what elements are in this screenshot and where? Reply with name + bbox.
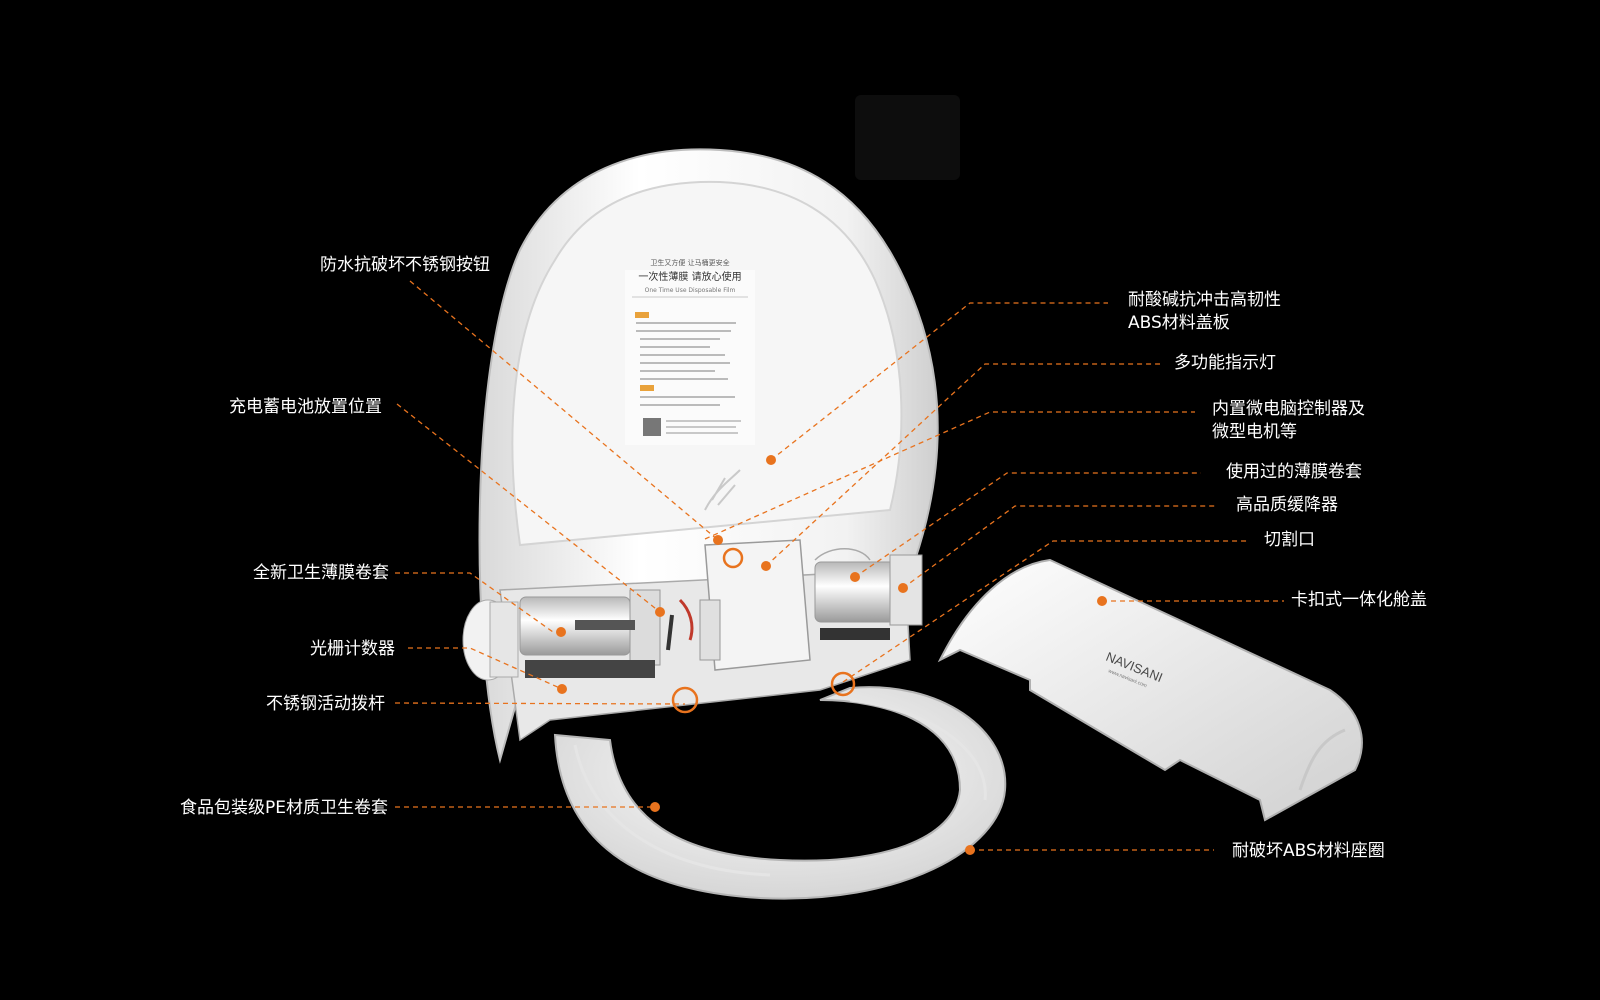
label-indicator-light: 多功能指示灯 — [1174, 353, 1276, 373]
marker-new-film — [556, 627, 566, 637]
qr-code — [643, 418, 661, 436]
seat-ring — [553, 686, 1007, 900]
label-pe-film: 食品包装级PE材质卫生卷套 — [180, 798, 388, 818]
label-microcontroller: 内置微电脑控制器及 微型电机等 — [1212, 398, 1365, 444]
marker-ring-indicator — [722, 547, 744, 569]
sticker-line1: 卫生又方便 让马桶更安全 — [650, 258, 729, 267]
label-microcontroller-line1: 内置微电脑控制器及 — [1212, 399, 1365, 419]
callout-markers — [556, 455, 1107, 855]
label-damper: 高品质缓降器 — [1236, 495, 1338, 515]
label-new-film-roll: 全新卫生薄膜卷套 — [253, 563, 389, 583]
marker-indicator — [761, 561, 771, 571]
lid: 卫生又方便 让马桶更安全 一次性薄膜 请放心使用 One Time Use Di… — [478, 148, 939, 764]
base-housing — [462, 539, 923, 742]
marker-ring-cutter — [830, 671, 856, 697]
label-battery-position: 充电蓄电池放置位置 — [229, 397, 382, 417]
leader-lines — [394, 280, 1284, 851]
label-microcontroller-line2: 微型电机等 — [1212, 422, 1297, 442]
label-abs-seat: 耐破坏ABS材料座圈 — [1232, 841, 1385, 861]
marker-battery — [655, 607, 665, 617]
marker-damper — [898, 583, 908, 593]
marker-counter — [557, 684, 567, 694]
label-abs-lid-line1: 耐酸碱抗冲击高韧性 — [1128, 290, 1281, 310]
marker-button — [713, 535, 723, 545]
label-stainless-button: 防水抗破坏不锈钢按钮 — [320, 255, 490, 275]
marker-seat — [965, 845, 975, 855]
label-used-film-roll: 使用过的薄膜卷套 — [1226, 462, 1362, 482]
background-shadow-panel — [855, 95, 960, 180]
detachable-cover: NAVISANI www.navisani.com — [937, 558, 1363, 822]
label-stainless-lever: 不锈钢活动拨杆 — [266, 694, 385, 714]
sticker-subtitle: One Time Use Disposable Film — [645, 287, 736, 294]
controller-box — [704, 539, 811, 671]
lid-instruction-sticker: 卫生又方便 让马桶更安全 一次性薄膜 请放心使用 One Time Use Di… — [625, 258, 755, 445]
marker-cover — [1097, 596, 1107, 606]
marker-pe-film — [650, 802, 660, 812]
label-snap-cover: 卡扣式一体化舱盖 — [1291, 590, 1427, 610]
label-cutter: 切割口 — [1264, 530, 1315, 550]
sticker-title: 一次性薄膜 请放心使用 — [638, 270, 741, 283]
used-film-roll — [814, 561, 896, 623]
marker-lid — [766, 455, 776, 465]
marker-used-film — [850, 572, 860, 582]
hand-icon — [704, 469, 741, 511]
label-abs-lid-line2: ABS材料盖板 — [1128, 313, 1230, 333]
label-grating-counter: 光栅计数器 — [310, 639, 395, 659]
label-abs-lid: 耐酸碱抗冲击高韧性 ABS材料盖板 — [1128, 289, 1281, 335]
marker-ring-lever — [671, 686, 699, 714]
